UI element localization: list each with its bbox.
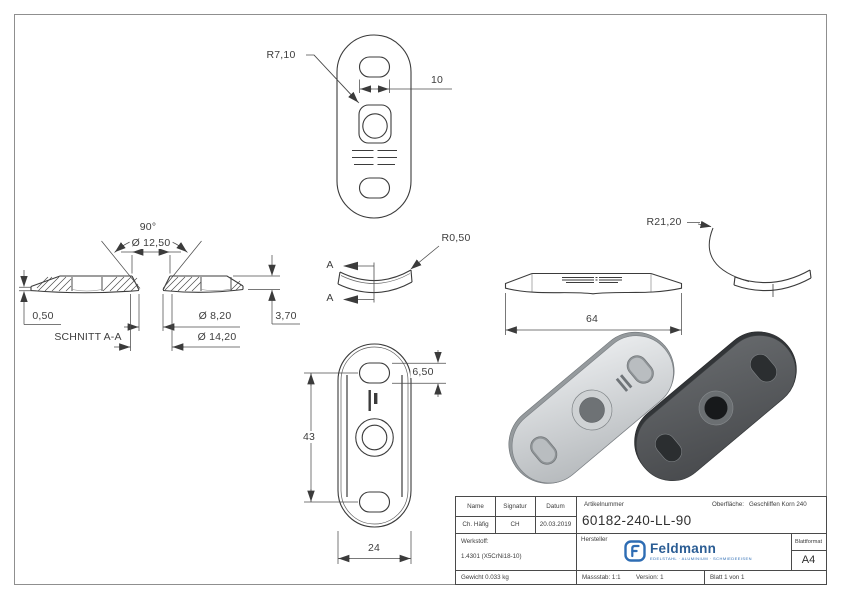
bottom-view-countersink — [355, 418, 394, 457]
weight-value: Gewicht 0.033 kg — [461, 574, 509, 581]
date-value: 20.03.2019 — [539, 521, 572, 528]
sheet-value: Blatt 1 von 1 — [710, 574, 745, 581]
label-slot-height-650: 6,50 — [410, 366, 436, 378]
top-view-center-hole — [362, 113, 388, 139]
bottom-view-slot-lower — [358, 491, 391, 513]
label-schnitt-aa: SCHNITT A-A — [54, 331, 122, 343]
signature-label: Signatur — [503, 503, 527, 510]
label-length-64: 64 — [585, 313, 599, 325]
titleblock-line — [791, 533, 792, 570]
side-marking-lines — [562, 277, 622, 283]
titleblock-line — [791, 550, 826, 551]
render-mark-line-1 — [619, 374, 633, 389]
format-value: A4 — [801, 554, 816, 566]
render-slot-lower-dark — [654, 433, 683, 462]
titleblock-line — [704, 570, 705, 584]
version-value: Version: 1 — [636, 574, 664, 581]
section-dimensions — [19, 237, 300, 351]
strip-top-edge — [339, 269, 412, 282]
render-3d-bottom-side — [634, 331, 797, 481]
label-dia-1420: Ø 14,20 — [197, 331, 237, 343]
name-value: Ch. Häfig — [462, 521, 489, 528]
section-arrow-bottom — [343, 295, 358, 304]
bottom-view-slot-upper — [358, 362, 391, 384]
date-label: Datum — [546, 503, 565, 510]
label-thickness-370: 3,70 — [275, 310, 297, 322]
surface-label: Oberfläche: — [712, 501, 744, 508]
section-view — [19, 237, 300, 351]
feldmann-tagline: EDELSTAHL · ALUMINIUM · SCHMIEDEEISEN — [650, 555, 752, 561]
section-top-right-edge — [170, 275, 244, 287]
curved-profile-view — [337, 245, 440, 304]
section-bottom-left-edge — [30, 289, 140, 294]
top-view-slot-upper — [358, 56, 391, 78]
top-view-center-boss — [358, 104, 392, 144]
feldmann-brand-text: Feldmann — [650, 540, 717, 556]
render-3d-top-side — [508, 331, 675, 484]
label-radius-r710: R7,10 — [266, 49, 296, 61]
label-spacing-43: 43 — [300, 431, 318, 443]
titleblock-line — [456, 516, 576, 517]
section-cut-line — [358, 262, 375, 303]
section-bottom-right-edge — [162, 288, 244, 293]
titleblock-line — [456, 533, 826, 534]
signature-value: CH — [510, 521, 520, 528]
material-value: 1.4301 (X5CrNi18-10) — [461, 553, 522, 560]
strip-bottom-edge — [337, 281, 413, 294]
top-view-outline — [336, 34, 412, 219]
label-angle-90: 90° — [137, 221, 159, 233]
label-section-a-top: A — [326, 259, 334, 271]
feldmann-logo-icon — [624, 540, 646, 562]
titleblock-line — [456, 570, 826, 571]
label-dia-820: Ø 8,20 — [198, 310, 232, 322]
titleblock-line — [495, 497, 496, 533]
titleblock-line — [576, 497, 577, 584]
render-hole — [579, 397, 605, 423]
manufacturer-label: Hersteller — [581, 536, 608, 543]
bottom-view-outline — [337, 343, 412, 528]
titleblock-line — [535, 497, 536, 533]
side-outline — [504, 272, 683, 295]
material-label: Werkstoff: — [461, 538, 489, 545]
marking-stamp — [368, 390, 378, 411]
bend-radius-leader — [687, 220, 750, 282]
countersink-right-wall — [162, 275, 171, 291]
article-number-label: Artikelnummer — [584, 501, 624, 508]
label-section-a-bottom: A — [326, 292, 334, 304]
side-dimensions — [505, 293, 682, 335]
laser-marking-lines — [352, 150, 397, 165]
hatching — [36, 276, 242, 292]
top-view-slot-lower — [358, 177, 391, 199]
section-top-left-edge — [30, 275, 132, 288]
top-view-dimensions — [306, 54, 452, 104]
top-view — [306, 34, 452, 219]
render-slot-upper-dark — [749, 354, 778, 383]
bottom-view-hole — [361, 424, 388, 451]
r050-leader — [410, 245, 440, 270]
render-hole-dark — [704, 396, 728, 420]
article-number: 60182-240-LL-90 — [582, 513, 692, 528]
label-radius-r050: R0,50 — [441, 232, 471, 244]
side-view — [504, 220, 812, 335]
bottom-view — [304, 343, 446, 564]
label-edge-050: 0,50 — [32, 310, 54, 322]
label-slot-width-10: 10 — [430, 74, 444, 86]
label-radius-r2120: R21,20 — [646, 216, 682, 228]
feldmann-logo: Feldmann EDELSTAHL · ALUMINIUM · SCHMIED… — [624, 540, 752, 562]
label-dia-1250: Ø 12,50 — [129, 237, 173, 249]
label-width-24: 24 — [367, 542, 381, 554]
scale-value: Massstab: 1:1 — [582, 574, 621, 581]
bottom-dimensions — [304, 350, 446, 564]
section-arrow-top — [343, 261, 358, 271]
render-mark-line-2 — [615, 377, 629, 392]
format-label: Blattformat — [794, 538, 823, 545]
name-label: Name — [467, 503, 484, 510]
surface-value: Geschliffen Korn 240 — [749, 501, 807, 508]
title-block: Name Signatur Datum Ch. Häfig CH 20.03.2… — [455, 496, 827, 585]
